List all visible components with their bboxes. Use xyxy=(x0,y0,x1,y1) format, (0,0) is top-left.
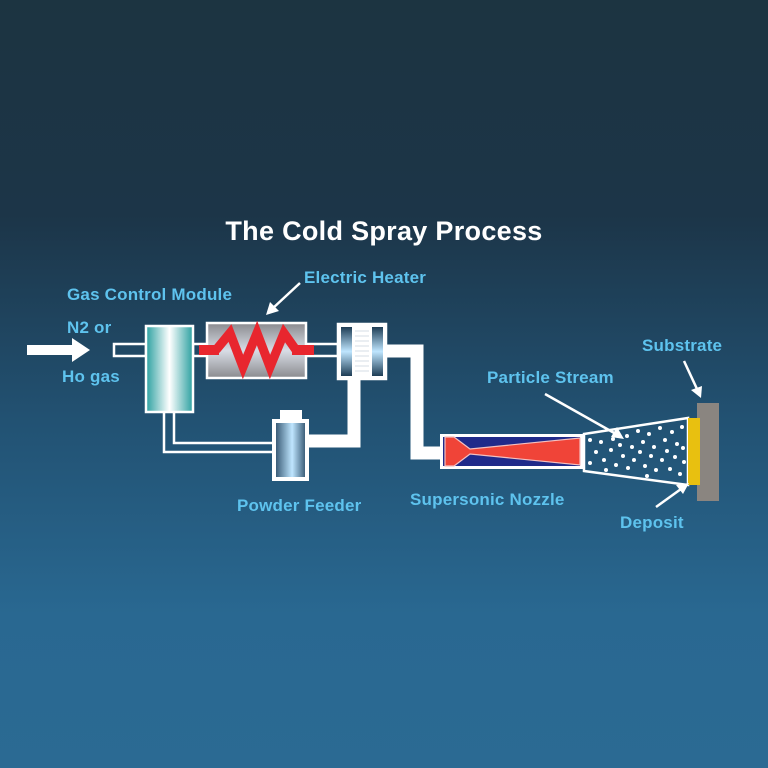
gas-line-outer xyxy=(162,412,276,454)
supersonic-nozzle xyxy=(440,434,583,469)
label-supersonic-nozzle: Supersonic Nozzle xyxy=(410,490,565,509)
deposit xyxy=(688,418,700,485)
label-gas-input-line2: Ho gas xyxy=(62,367,120,386)
label-electric-heater: Electric Heater xyxy=(304,268,427,287)
heater-coil-icon xyxy=(212,320,300,380)
label-substrate: Substrate xyxy=(642,336,723,355)
diagram-title: The Cold Spray Process xyxy=(225,216,543,246)
label-gas-input-line1: N2 or xyxy=(67,318,112,337)
gas-control-module xyxy=(144,324,195,414)
feeder-to-mixer-pipe xyxy=(306,380,361,448)
electric-heater xyxy=(199,320,314,380)
electric-heater-pointer-icon xyxy=(266,282,301,315)
particle-stream-pointer-icon xyxy=(544,392,624,439)
mixer-to-nozzle-pipe xyxy=(377,344,440,460)
deposit-pointer-icon xyxy=(655,483,689,509)
label-powder-feeder: Powder Feeder xyxy=(237,496,362,515)
label-particle-stream: Particle Stream xyxy=(487,368,614,387)
label-deposit: Deposit xyxy=(620,513,684,532)
inlet-pipe xyxy=(112,342,148,358)
gas-line-inner xyxy=(172,412,276,445)
powder-feeder xyxy=(272,410,309,481)
particle-stream xyxy=(582,416,690,487)
mixing-chamber xyxy=(336,322,388,381)
substrate-pointer-icon xyxy=(682,360,702,398)
label-gas-control-module: Gas Control Module xyxy=(67,285,233,304)
particle-dots xyxy=(588,425,686,478)
gas-input-arrow-icon xyxy=(27,338,90,362)
substrate xyxy=(697,403,719,501)
